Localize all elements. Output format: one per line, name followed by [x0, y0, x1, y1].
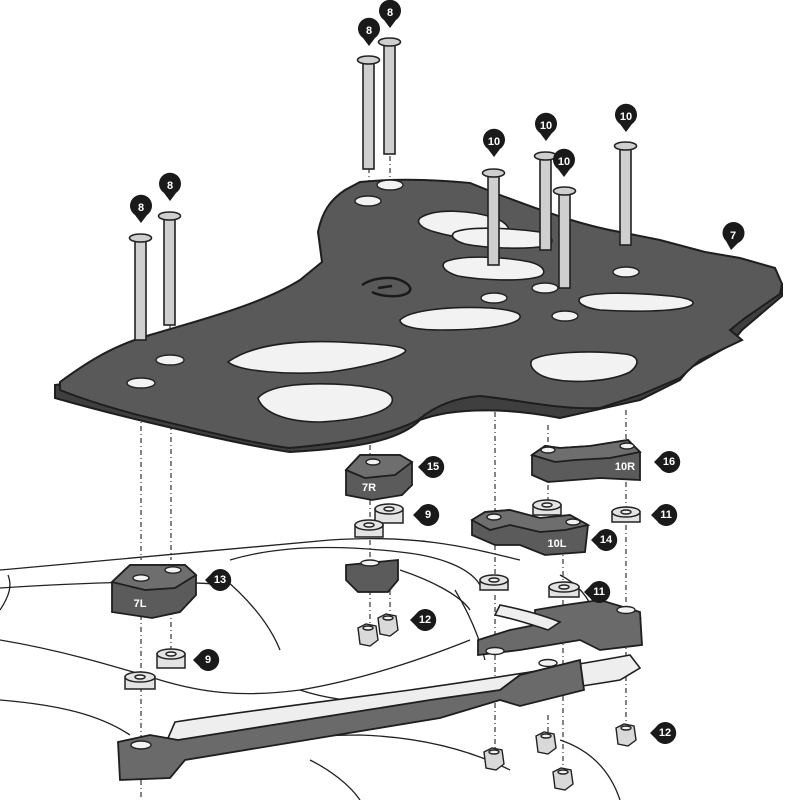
part-label-7R: 7R: [362, 482, 376, 494]
svg-text:12: 12: [419, 614, 431, 626]
callout-11: 11: [584, 581, 611, 603]
part-label-10R: 10R: [615, 461, 635, 473]
spacer-11-lower-b: [548, 581, 580, 598]
callout-10: 10: [553, 148, 575, 177]
svg-text:10: 10: [620, 111, 632, 123]
nut-12-d: [535, 731, 557, 755]
motorcycle-tail-outline: [0, 537, 621, 800]
callout-8: 8: [358, 17, 380, 46]
svg-text:8: 8: [167, 180, 173, 192]
part-label-7L: 7L: [134, 598, 147, 610]
callouts: 8 8 8 8 10 10 10 10: [130, 0, 745, 744]
frame-rails: [117, 599, 643, 781]
bolt-10-b: [533, 151, 558, 251]
spacer-11-upper-mid: [532, 499, 562, 516]
callout-8: 8: [379, 0, 401, 28]
bracket-7L: 7L: [110, 564, 198, 619]
svg-text:14: 14: [600, 534, 613, 546]
spacer-11-upper-right: [611, 506, 641, 523]
svg-text:9: 9: [205, 654, 211, 666]
spacer-9-upper-b: [354, 519, 384, 538]
rack-bolts: [128, 37, 638, 341]
lower-mount-block: [345, 559, 399, 593]
svg-text:10: 10: [558, 156, 570, 168]
svg-text:8: 8: [387, 7, 393, 19]
svg-text:11: 11: [593, 586, 605, 598]
bolt-8-b: [157, 211, 182, 326]
spacer-11-lower-a: [479, 574, 509, 591]
callout-10: 10: [615, 103, 637, 132]
svg-text:10: 10: [540, 120, 552, 132]
bolt-10-c: [552, 186, 577, 289]
callout-12: 12: [410, 609, 437, 631]
spacer-9-lower: [156, 648, 186, 669]
nut-12-b: [377, 613, 399, 637]
callout-10: 10: [535, 112, 557, 141]
callout-9: 9: [413, 504, 440, 526]
part-label-10L: 10L: [548, 538, 567, 550]
callout-8: 8: [159, 172, 181, 201]
svg-text:10: 10: [488, 136, 500, 148]
nut-12-e: [552, 767, 574, 791]
bracket-7R: 7R: [344, 454, 414, 501]
nut-12-a: [357, 623, 379, 647]
callout-10: 10: [483, 128, 505, 157]
bolt-8-c: [356, 55, 381, 170]
bracket-10L: 10L: [470, 509, 591, 556]
svg-text:13: 13: [214, 574, 226, 586]
spacer-9-upper: [374, 503, 404, 524]
callout-16: 16: [654, 451, 681, 473]
callout-9: 9: [193, 649, 220, 671]
callout-7: 7: [722, 221, 745, 250]
svg-text:8: 8: [138, 202, 144, 214]
nut-12-c: [483, 747, 505, 771]
callout-13: 13: [205, 569, 232, 591]
rack-plate: [54, 178, 784, 454]
nut-12-f: [615, 723, 637, 747]
svg-text:15: 15: [427, 461, 439, 473]
callout-8: 8: [130, 194, 152, 223]
callout-15: 15: [418, 456, 445, 478]
spacer-9-lower-b: [124, 671, 156, 690]
brand-logo-icon: [361, 276, 412, 298]
svg-text:16: 16: [663, 456, 675, 468]
bolt-10-d: [613, 141, 638, 246]
svg-text:12: 12: [659, 727, 671, 739]
svg-text:11: 11: [660, 509, 672, 521]
callout-14: 14: [591, 529, 618, 551]
svg-text:7: 7: [730, 230, 736, 242]
bolt-10-a: [481, 168, 506, 266]
bolt-8-a: [128, 233, 153, 341]
bolt-8-d: [377, 37, 402, 155]
callout-12: 12: [650, 722, 677, 744]
callout-11: 11: [651, 504, 678, 526]
svg-text:8: 8: [366, 25, 372, 37]
spacers: [124, 499, 641, 690]
nuts: [357, 613, 637, 791]
svg-text:9: 9: [425, 509, 431, 521]
bracket-10R: 10R: [529, 439, 642, 483]
